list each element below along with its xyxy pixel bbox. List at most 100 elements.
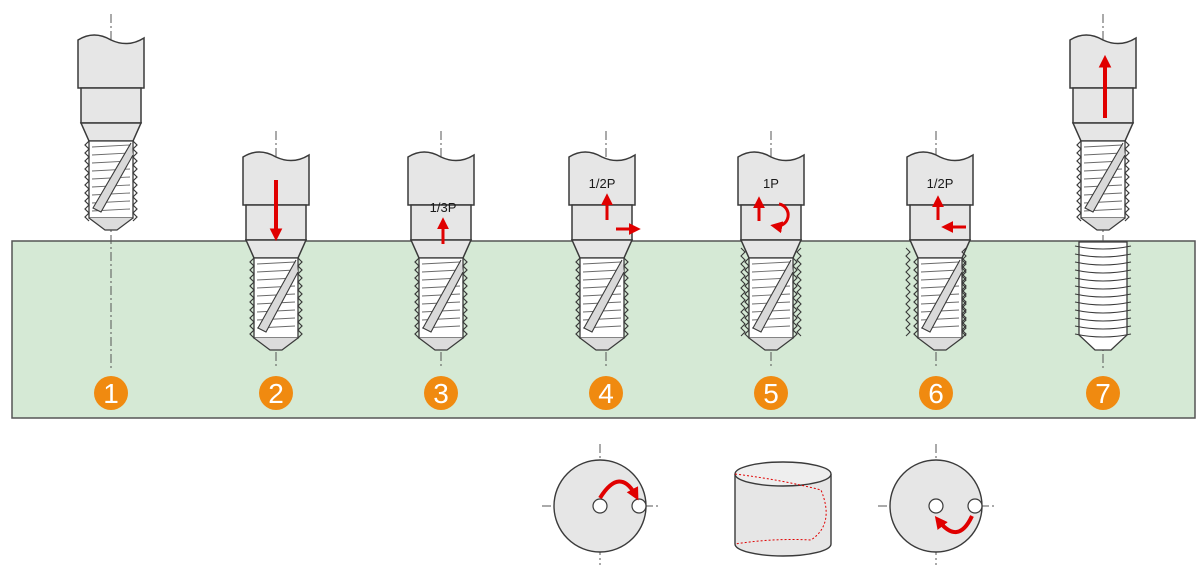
thread-line bbox=[751, 261, 791, 265]
tool-shank bbox=[77, 34, 145, 89]
flute bbox=[1084, 142, 1126, 213]
step-7: 7 bbox=[1069, 14, 1137, 410]
step-2: 2 bbox=[242, 131, 310, 410]
thread-teeth-left bbox=[575, 257, 581, 339]
cylinder-body bbox=[734, 474, 832, 557]
step-number: 5 bbox=[763, 378, 779, 409]
cylinder-helix-path-icon bbox=[734, 461, 832, 557]
finished-thread bbox=[1074, 241, 1132, 351]
tool-neck bbox=[909, 204, 971, 241]
tool-tip bbox=[253, 337, 299, 351]
thread-teeth-left bbox=[414, 257, 420, 339]
tool-tip bbox=[88, 217, 134, 231]
thread-teeth-right bbox=[462, 257, 468, 339]
tool-neck bbox=[571, 204, 633, 241]
tool-neck bbox=[740, 204, 802, 241]
flute bbox=[752, 259, 794, 333]
tool-taper bbox=[908, 239, 972, 259]
badge-circle bbox=[1086, 376, 1120, 410]
tool-shank bbox=[407, 151, 475, 206]
thread-line bbox=[920, 269, 960, 273]
step-badge: 2 bbox=[259, 376, 293, 410]
flute bbox=[92, 142, 134, 213]
tool-tip bbox=[748, 337, 794, 351]
end-position bbox=[631, 498, 647, 514]
step-number: 6 bbox=[928, 378, 944, 409]
thread-line bbox=[91, 144, 131, 148]
thread-teeth-right bbox=[623, 257, 629, 339]
thread-line bbox=[256, 261, 296, 265]
thread-ring bbox=[1074, 325, 1132, 330]
badge-circle bbox=[94, 376, 128, 410]
tool-neck bbox=[80, 87, 142, 124]
orbit-arrow-icon bbox=[598, 479, 639, 501]
thread-line bbox=[1083, 144, 1123, 148]
step-badge: 5 bbox=[754, 376, 788, 410]
flute bbox=[583, 259, 625, 333]
step-badge: 4 bbox=[589, 376, 623, 410]
thread-line bbox=[256, 269, 296, 273]
flute bbox=[257, 259, 299, 333]
flute bbox=[422, 259, 464, 333]
step-3: 1/3P 3 bbox=[407, 131, 475, 410]
thread-line bbox=[1083, 152, 1123, 156]
tool-shank bbox=[242, 151, 310, 206]
step-number: 3 bbox=[433, 378, 449, 409]
badge-circle bbox=[589, 376, 623, 410]
cylinder-top bbox=[734, 461, 832, 487]
orbit-arrow-icon bbox=[934, 515, 974, 534]
thread-ring bbox=[1074, 317, 1132, 322]
thread-line bbox=[920, 261, 960, 265]
thread-ring bbox=[1074, 309, 1132, 314]
step-badge: 3 bbox=[424, 376, 458, 410]
thread-teeth-left bbox=[744, 257, 750, 339]
thread-line bbox=[582, 269, 622, 273]
thread-ring bbox=[1074, 269, 1132, 274]
tool-tip bbox=[1080, 217, 1126, 231]
thread-ring bbox=[1074, 277, 1132, 282]
tool-tip bbox=[917, 337, 963, 351]
thread-line bbox=[91, 152, 131, 156]
thread-teeth-right bbox=[1124, 140, 1130, 222]
thread-teeth-left bbox=[913, 257, 919, 339]
thread-ring bbox=[1074, 301, 1132, 306]
motion-arrows bbox=[753, 196, 790, 234]
step-6: 1/2P 6 bbox=[905, 131, 974, 410]
flute bbox=[921, 259, 963, 333]
tool-taper bbox=[409, 239, 473, 259]
tool-taper bbox=[244, 239, 308, 259]
thread-line bbox=[421, 269, 461, 273]
thread-ring bbox=[1074, 333, 1132, 338]
tool-shank bbox=[906, 151, 974, 206]
thread-line bbox=[582, 261, 622, 265]
step-number: 7 bbox=[1095, 378, 1111, 409]
thread-teeth-right bbox=[132, 140, 138, 222]
step-4: 1/2P 4 bbox=[568, 131, 641, 410]
pitch-label: 1/3P bbox=[430, 200, 457, 215]
step-number: 4 bbox=[598, 378, 614, 409]
thread-line bbox=[751, 269, 791, 273]
tool-tip bbox=[418, 337, 464, 351]
tool-taper bbox=[1071, 122, 1135, 142]
step-number: 1 bbox=[103, 378, 119, 409]
badge-circle bbox=[259, 376, 293, 410]
start-position bbox=[928, 498, 944, 514]
pitch-label: 1/2P bbox=[927, 176, 954, 191]
tool-tip bbox=[579, 337, 625, 351]
hole-thread-right bbox=[961, 247, 967, 337]
badge-circle bbox=[754, 376, 788, 410]
step-number: 2 bbox=[268, 378, 284, 409]
badge-circle bbox=[919, 376, 953, 410]
pitch-label: 1/2P bbox=[589, 176, 616, 191]
thread-teeth-right bbox=[297, 257, 303, 339]
motion-arrows bbox=[932, 195, 966, 233]
step-badge: 7 bbox=[1086, 376, 1120, 410]
thread-ring bbox=[1074, 285, 1132, 290]
step-1: 1 bbox=[77, 14, 145, 410]
thread-line bbox=[421, 261, 461, 265]
end-position bbox=[967, 498, 983, 514]
thread-ring bbox=[1074, 293, 1132, 298]
helix-path bbox=[734, 473, 827, 545]
pitch-label: 1P bbox=[763, 176, 779, 191]
